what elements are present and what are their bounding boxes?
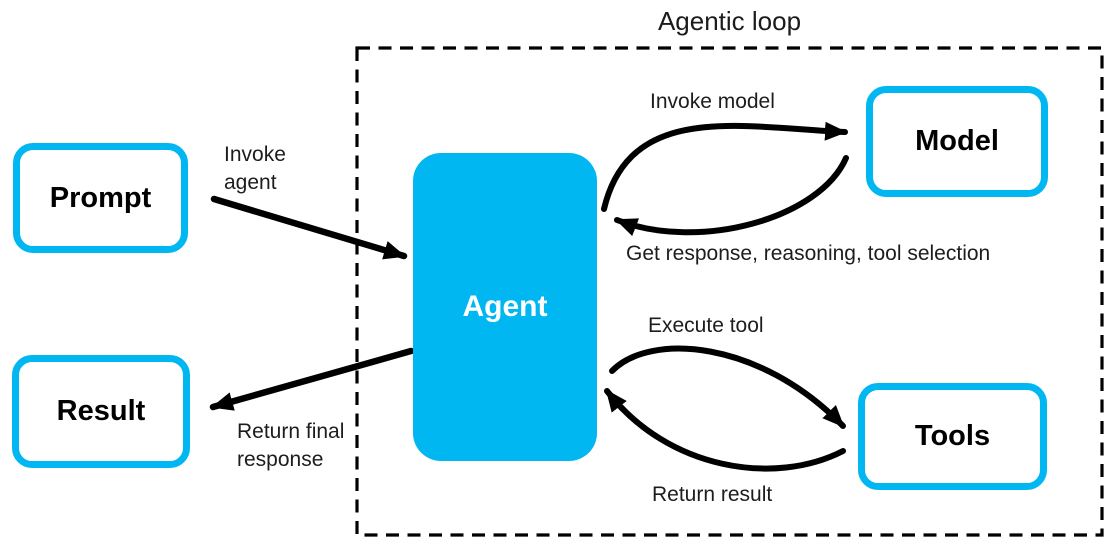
node-tools: Tools [858, 383, 1047, 490]
edge-label-get-response: Get response, reasoning, tool selection [626, 242, 991, 265]
node-agent-label: Agent [462, 290, 548, 323]
arrow-invoke-agent [210, 195, 408, 260]
agentic-loop-boundary [355, 46, 1104, 537]
node-result-label: Result [56, 395, 146, 427]
edge-label-invoke-model: Invoke model [650, 90, 775, 113]
arrow-execute-tool [609, 345, 846, 429]
arrow-return-final-response [209, 347, 415, 411]
arrow-invoke-model [601, 121, 848, 212]
node-model-label: Model [915, 125, 999, 157]
arrow-get-response [614, 155, 849, 237]
arrow-return-result [604, 388, 846, 472]
edge-label-return-result: Return result [652, 483, 773, 506]
node-prompt: Prompt [13, 143, 188, 253]
edge-label-execute-tool: Execute tool [648, 314, 764, 337]
diagram-title: Agentic loop [657, 6, 802, 36]
node-agent: Agent [413, 153, 597, 461]
node-result: Result [12, 355, 190, 468]
node-model: Model [866, 86, 1048, 197]
edge-label-invoke-agent: Invoke agent [224, 143, 286, 194]
edge-label-return-final-response: Return final response [237, 420, 345, 471]
node-tools-label: Tools [914, 420, 991, 452]
node-prompt-label: Prompt [49, 181, 152, 214]
